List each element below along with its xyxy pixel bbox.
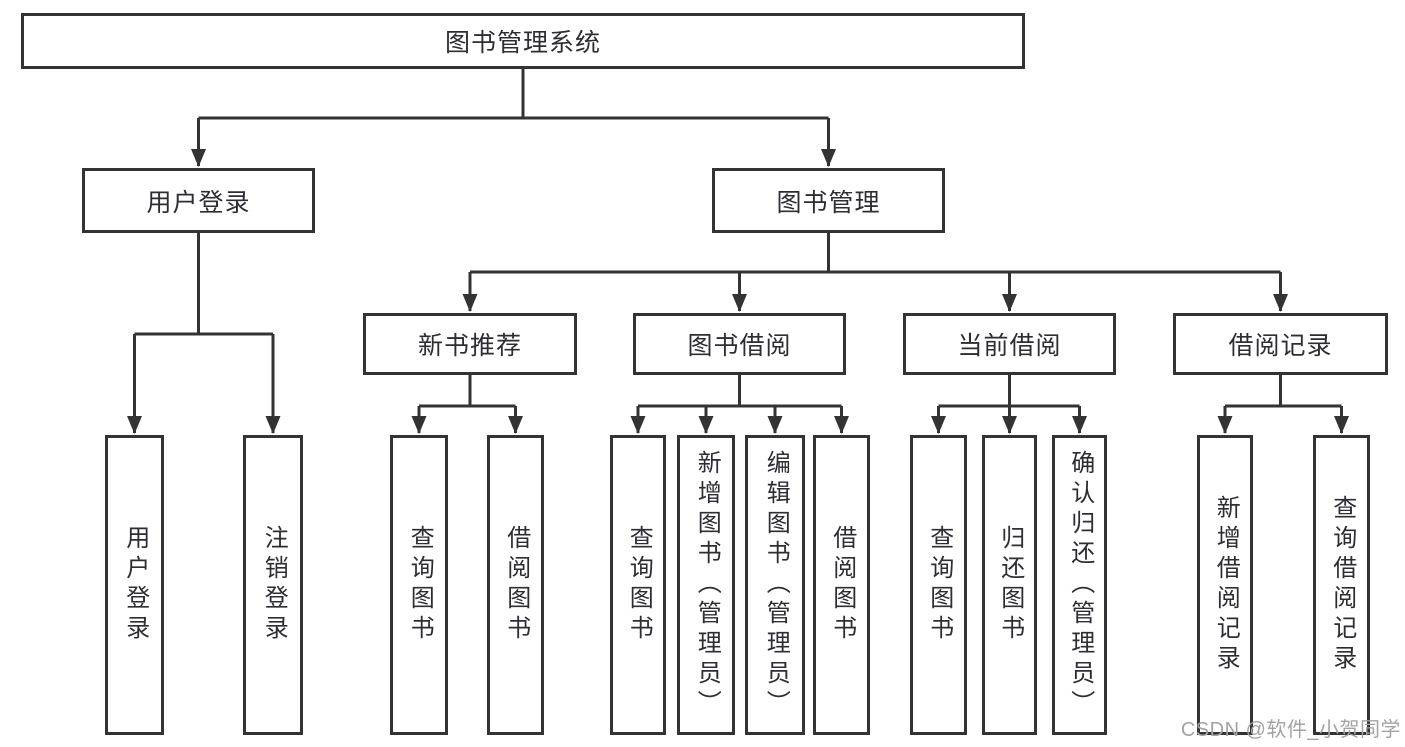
leaf-user-login: 用户登录 [105, 435, 164, 735]
csdn-watermark: CSDN @软件_小贺同学 [1180, 719, 1401, 741]
leaf-add-borrow-record: 新增借阅记录 [1197, 435, 1253, 735]
node-user-login-module: 用户登录 [82, 168, 315, 233]
leaf-edit-books-admin: 编辑图书（管理员） [745, 435, 805, 735]
leaf-logout: 注销登录 [243, 435, 303, 735]
leaf-label: 新增借阅记录 [1212, 495, 1240, 675]
leaf-label: 归还图书 [996, 525, 1024, 645]
node-current-borrow: 当前借阅 [903, 313, 1116, 375]
leaf-label: 确认归还（管理员） [1066, 450, 1094, 720]
leaf-add-books-admin: 新增图书（管理员） [677, 435, 735, 735]
node-book-management-module: 图书管理 [712, 168, 945, 233]
leaf-label: 借阅图书 [502, 525, 530, 645]
leaf-recommend-borrow-books: 借阅图书 [487, 435, 544, 735]
leaf-label: 新增图书（管理员） [693, 450, 721, 720]
leaf-query-borrow-record: 查询借阅记录 [1313, 435, 1370, 735]
leaf-confirm-return-admin: 确认归还（管理员） [1052, 435, 1107, 735]
leaf-label: 查询图书 [625, 525, 653, 645]
leaf-return-books: 归还图书 [982, 435, 1037, 735]
leaf-borrow-books: 借阅图书 [813, 435, 870, 735]
leaf-current-query-books: 查询图书 [910, 435, 967, 735]
node-new-book-recommend: 新书推荐 [363, 313, 577, 375]
node-borrow-records: 借阅记录 [1173, 313, 1388, 375]
leaf-label: 编辑图书（管理员） [762, 450, 790, 720]
leaf-label: 注销登录 [260, 525, 288, 645]
leaf-borrow-query-books: 查询图书 [610, 435, 666, 735]
leaf-label: 用户登录 [121, 525, 149, 645]
node-root-system: 图书管理系统 [21, 13, 1025, 69]
leaf-label: 查询图书 [925, 525, 953, 645]
leaf-recommend-query-books: 查询图书 [390, 435, 448, 735]
leaf-label: 查询借阅记录 [1328, 495, 1356, 675]
leaf-label: 查询图书 [406, 525, 434, 645]
node-book-borrow: 图书借阅 [633, 313, 846, 375]
leaf-label: 借阅图书 [828, 525, 856, 645]
